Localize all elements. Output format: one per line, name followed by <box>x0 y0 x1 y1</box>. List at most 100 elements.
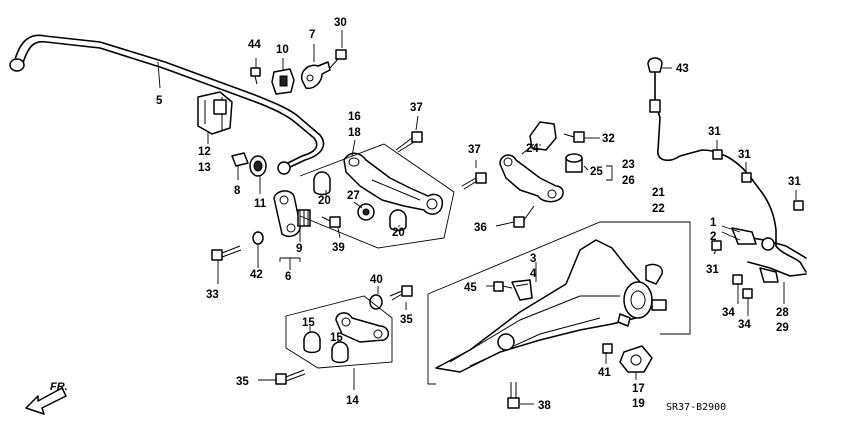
callout-6: 6 <box>285 271 291 283</box>
callout-41: 41 <box>598 367 611 379</box>
callout-13: 13 <box>198 162 211 174</box>
callout-28: 28 <box>776 307 789 319</box>
bolt-30 <box>329 49 347 69</box>
washer-42 <box>252 231 264 245</box>
callout-labels: 5 44 10 7 30 12 13 8 11 16 18 37 20 27 2… <box>156 17 801 412</box>
front-direction-label: FR. <box>50 381 68 393</box>
bushing-10 <box>271 68 295 95</box>
collar-40 <box>369 294 383 310</box>
callout-5: 5 <box>156 95 163 107</box>
callout-33: 33 <box>206 289 219 301</box>
bracket-3 <box>511 279 533 301</box>
callout-31-c: 31 <box>788 176 801 188</box>
stabilizer-link <box>273 190 311 238</box>
stabilizer-bracket <box>197 91 233 135</box>
grommet-43 <box>647 57 663 73</box>
callout-37-a: 37 <box>410 102 423 114</box>
bolt-31-d <box>711 240 722 251</box>
callout-2: 2 <box>710 231 716 243</box>
compensator-arm <box>499 154 564 203</box>
bushing-11 <box>249 155 267 177</box>
lower-arm-box <box>285 295 393 369</box>
callout-7: 7 <box>309 29 315 41</box>
bushing-24 <box>521 121 557 155</box>
bolt-36 <box>513 205 535 228</box>
callout-44: 44 <box>248 39 261 51</box>
bolt-31-b <box>741 172 752 183</box>
bolt-35-a <box>389 285 413 301</box>
callout-9: 9 <box>296 243 302 255</box>
trailing-arm-box <box>427 221 691 385</box>
bolt-34-a <box>732 274 743 285</box>
bolt-31-c <box>793 200 804 211</box>
collar-8 <box>231 152 249 167</box>
callout-45: 45 <box>464 282 477 294</box>
lower-arm <box>335 312 390 343</box>
bolt-34-b <box>742 288 753 299</box>
callout-30: 30 <box>334 17 347 29</box>
bolt-32 <box>563 131 585 143</box>
bushing-20-a <box>313 171 331 196</box>
callout-22: 22 <box>652 203 665 215</box>
callout-42: 42 <box>250 269 263 281</box>
callout-19: 19 <box>632 398 645 410</box>
nut-41 <box>602 343 613 354</box>
callout-12: 12 <box>198 146 211 158</box>
callout-27: 27 <box>347 190 360 202</box>
upper-arm <box>343 152 444 215</box>
leader-lines <box>157 30 797 405</box>
bolt-33 <box>211 245 242 261</box>
bolt-37-b <box>461 172 487 190</box>
callout-21: 21 <box>652 187 665 199</box>
bushing-25 <box>565 153 583 173</box>
callout-4: 4 <box>530 268 537 280</box>
callout-23: 23 <box>622 159 635 171</box>
callout-20-a: 20 <box>318 195 331 207</box>
callout-25: 25 <box>590 166 603 178</box>
callout-1: 1 <box>710 217 717 229</box>
callout-37-b: 37 <box>468 144 481 156</box>
callout-40: 40 <box>370 274 383 286</box>
callout-16: 16 <box>348 111 361 123</box>
callout-31-a: 31 <box>708 126 721 138</box>
holder-7 <box>301 61 331 90</box>
bolt-37-a <box>395 131 423 153</box>
bolt-39 <box>321 216 341 228</box>
front-direction-arrow <box>25 387 67 415</box>
callout-43: 43 <box>676 63 689 75</box>
diagram-code: SR37-B2900 <box>666 402 726 413</box>
callout-35-a: 35 <box>400 314 413 326</box>
callout-17: 17 <box>632 383 645 395</box>
callout-11: 11 <box>254 198 267 210</box>
callout-8: 8 <box>234 185 241 197</box>
bolt-45 <box>493 281 513 292</box>
bolt-35-b <box>275 369 306 385</box>
bushing-15-a <box>303 331 321 354</box>
callout-36: 36 <box>474 222 487 234</box>
callout-39: 39 <box>332 242 345 254</box>
callout-26: 26 <box>622 175 635 187</box>
callout-18: 18 <box>348 127 361 139</box>
callout-20-b: 20 <box>392 227 405 239</box>
callout-34-b: 34 <box>738 319 751 331</box>
callout-15-a: 15 <box>302 317 315 329</box>
abs-sensor-harness <box>649 71 807 283</box>
callout-15-b: 15 <box>330 332 343 344</box>
callout-38: 38 <box>538 400 551 412</box>
callout-34-a: 34 <box>722 307 735 319</box>
callout-10: 10 <box>276 44 289 56</box>
hub-cap-17 <box>619 345 653 373</box>
callout-35-b: 35 <box>236 376 249 388</box>
callout-24: 24 <box>526 143 539 155</box>
callout-14: 14 <box>346 395 359 407</box>
callout-32: 32 <box>602 133 615 145</box>
callout-29: 29 <box>776 322 789 334</box>
bolt-31-a <box>712 149 723 160</box>
callout-31-d: 31 <box>706 264 719 276</box>
callout-31-b: 31 <box>738 149 751 161</box>
bolt-44 <box>250 67 261 85</box>
callout-3: 3 <box>530 253 536 265</box>
bolt-38 <box>507 382 520 409</box>
stabilizer-bar <box>9 34 325 175</box>
